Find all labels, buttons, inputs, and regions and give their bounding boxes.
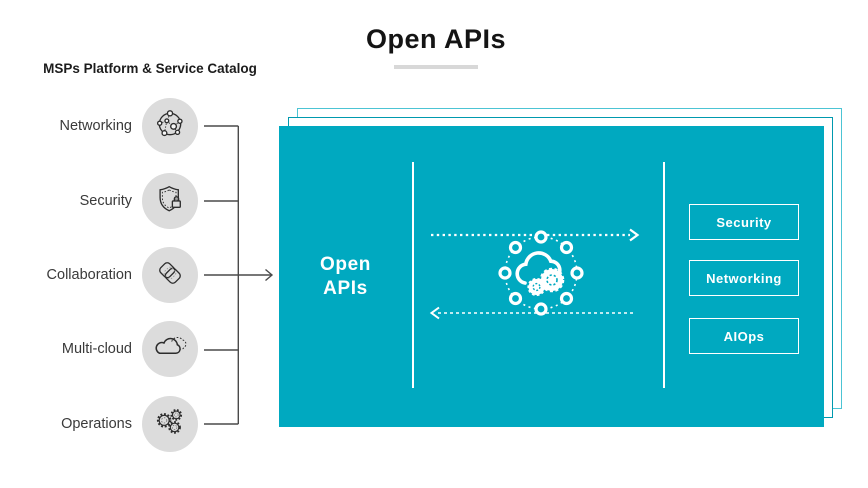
network-nodes-icon: [151, 105, 189, 148]
open-apis-box: Open APIs: [279, 126, 824, 427]
overlapping-squares-icon: [151, 254, 189, 297]
gears-icon: [150, 402, 190, 447]
title-underline: [394, 65, 478, 69]
api-capability-networking: Networking: [689, 260, 799, 296]
page-title-block: Open APIs: [326, 24, 546, 69]
catalog-item-collaboration: [142, 247, 198, 303]
catalog-item-security: [142, 173, 198, 229]
catalog-heading: MSPs Platform & Service Catalog: [43, 61, 257, 76]
catalog-label-operations: Operations: [61, 416, 132, 432]
catalog-item-operations: [142, 396, 198, 452]
catalog-label-security: Security: [79, 193, 132, 209]
cloud-integration-network-icon: [498, 230, 584, 316]
api-capability-aiops: AIOps: [689, 318, 799, 354]
api-capability-security: Security: [689, 204, 799, 240]
catalog-label-collaboration: Collaboration: [46, 267, 132, 283]
catalog-item-multicloud: [142, 321, 198, 377]
shield-lock-icon: [151, 180, 189, 223]
page-title: Open APIs: [365, 24, 507, 54]
multi-cloud-icon: [150, 327, 190, 372]
open-apis-box-label: Open APIs: [320, 253, 371, 299]
catalog-item-networking: [142, 98, 198, 154]
box-divider-left: [412, 162, 414, 388]
catalog-label-networking: Networking: [59, 118, 132, 134]
box-divider-right: [663, 162, 665, 388]
catalog-label-multicloud: Multi-cloud: [61, 341, 132, 357]
